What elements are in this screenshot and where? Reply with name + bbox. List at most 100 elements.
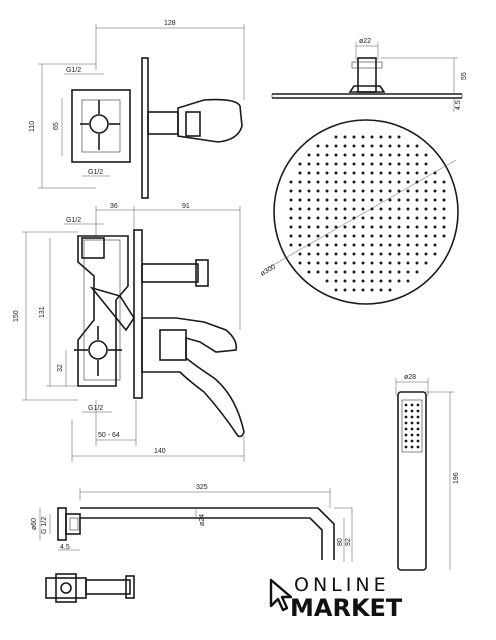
nozzle-dot [370,207,374,211]
dim-front-depth-b: 91 [182,203,190,210]
nozzle-dot [397,162,401,166]
nozzle-dot [388,189,392,193]
nozzle-dot [298,162,302,166]
nozzle-dot [298,234,302,238]
nozzle-dot [316,252,320,256]
nozzle-dot [307,153,311,157]
nozzle-dot [424,171,428,175]
dim-front-thread-top: G1/2 [66,217,81,224]
nozzle-dot [442,180,446,184]
nozzle-dot [424,180,428,184]
nozzle-dot [370,189,374,193]
hand-shower-view: ø28 196 [395,374,460,571]
nozzle-dot [397,279,401,283]
nozzle-dot [334,135,338,139]
nozzle-dot [307,225,311,229]
nozzle-dot [379,279,383,283]
nozzle-dot [442,225,446,229]
nozzle-dot [424,153,428,157]
nozzle-dot [289,198,293,202]
nozzle-dot [442,198,446,202]
nozzle-dot [352,243,356,247]
dim-front-offset: 32 [57,364,64,372]
nozzle-dot [361,171,365,175]
dim-arm-flange: ø60 [31,518,38,530]
nozzle-dot [325,207,329,211]
nozzle-dot [397,198,401,202]
nozzle-dot [334,180,338,184]
nozzle-dot [289,243,293,247]
nozzle-dot [325,198,329,202]
nozzle-dot [433,243,437,247]
nozzle-dot [298,225,302,229]
nozzle-dot [334,234,338,238]
nozzle-dot [370,171,374,175]
nozzle-dot [379,171,383,175]
nozzle-dot [316,216,320,220]
nozzle-dot [298,261,302,265]
nozzle-dot [316,144,320,148]
shower-head-side-view: ø22 55 4.5 [271,38,468,112]
nozzle-dot [370,261,374,265]
dim-mixer-thread-bottom: G1/2 [88,169,103,176]
nozzle-dot [361,288,365,292]
nozzle-dot [352,171,356,175]
nozzle-dot [325,171,329,175]
nozzle-dot [343,135,347,139]
nozzle-dot [316,180,320,184]
nozzle-dot [424,243,428,247]
nozzle-dot [352,270,356,274]
nozzle-dot [316,189,320,193]
nozzle-dot [415,162,419,166]
nozzle-dot [298,207,302,211]
nozzle-dot [325,225,329,229]
nozzle-dot [406,189,410,193]
nozzle-dot [352,225,356,229]
hand-nozzle-dot [416,415,420,419]
nozzle-dot [379,234,383,238]
nozzle-dot [388,234,392,238]
nozzle-dot [307,171,311,175]
logo-line2: MARKET [290,594,403,622]
nozzle-dot [406,279,410,283]
hand-nozzle-dot [404,403,408,407]
nozzle-dot [352,279,356,283]
nozzle-dot [379,207,383,211]
nozzle-dot [352,261,356,265]
nozzle-dot [343,198,347,202]
dim-arm-offset-b: 92 [345,538,352,546]
nozzle-dot [370,225,374,229]
nozzle-dot [397,153,401,157]
nozzle-dot [406,180,410,184]
dim-front-depth-a: 36 [110,203,118,210]
nozzle-dot [334,207,338,211]
hand-nozzle-dot [416,409,420,413]
nozzle-dot [298,243,302,247]
nozzle-dot [289,207,293,211]
nozzle-dot [298,216,302,220]
hand-nozzle-dot [410,415,414,419]
nozzle-dot [334,216,338,220]
nozzle-dot [379,288,383,292]
mixer-front-view: 36 91 G1/2 G1/2 150 131 [13,203,245,462]
nozzle-dot [352,207,356,211]
nozzle-dot [325,162,329,166]
nozzle-dot [307,234,311,238]
nozzle-dot [406,144,410,148]
nozzle-dot [379,252,383,256]
nozzle-dot [361,234,365,238]
nozzle-dot [397,189,401,193]
nozzle-dot [307,261,311,265]
nozzle-dot [316,225,320,229]
dim-arm-length: 325 [196,484,208,491]
nozzle-dot [415,225,419,229]
nozzle-dot [352,234,356,238]
dim-arm-offset-a: 80 [337,538,344,546]
nozzle-dot [352,189,356,193]
nozzle-dot [406,162,410,166]
hand-nozzle-dot [410,409,414,413]
nozzle-dot [316,270,320,274]
nozzle-dot [352,288,356,292]
nozzle-dot [379,180,383,184]
nozzle-dot [415,144,419,148]
